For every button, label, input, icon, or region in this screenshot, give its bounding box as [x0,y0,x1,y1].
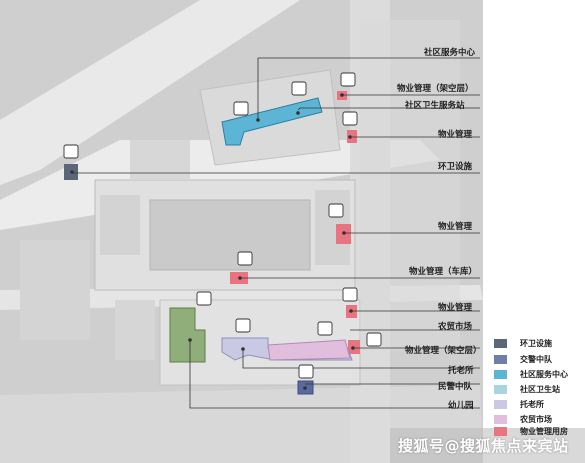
pin-police [298,364,314,379]
courtyard-upper [149,199,311,271]
label-property-garage: 物业管理（车库） [409,267,478,277]
legend-swatch [494,385,507,394]
property-north [347,130,357,143]
pin-property-garage [237,251,253,266]
watermark-bar [390,428,585,463]
road-diagonal [0,0,300,185]
market-building [267,339,351,361]
label-property-south: 物业管理 [438,303,473,313]
legend-label: 农贸市场 [520,415,552,424]
east-strip [360,20,460,350]
pin-elderly-care [235,318,251,333]
pin-property-south [342,287,358,302]
pin-health-station [291,81,307,96]
legend-label: 托老所 [520,400,544,409]
pin-sanitation [63,144,79,159]
pin-kindergarten [196,291,212,306]
pin-community-center [233,101,249,116]
building-west [115,300,155,360]
building-nw [130,140,190,180]
legend-swatch [494,355,507,364]
legend-label: 社区服务中心 [520,370,568,379]
legend-label: 物业管理用房 [520,427,568,436]
label-market: 农贸市场 [438,322,473,332]
pin-property-stilt-south [366,332,382,347]
leader-lines [72,57,480,409]
label-health-station: 社区卫生服务站 [405,101,465,111]
parking-west [20,240,90,340]
pin-property-north [342,111,358,126]
pin-property-east [328,203,344,218]
kindergarten-building [169,307,206,363]
pin-market [317,321,333,336]
legend-swatch [494,415,507,424]
legend-swatch [494,400,507,409]
legend-label: 社区卫生站 [520,385,560,394]
label-police: 民警中队 [438,382,473,392]
label-community-center: 社区服务中心 [424,48,476,58]
label-property-stilt-north: 物业管理（架空层） [397,84,474,94]
legend-swatch [494,339,507,348]
watermark: 搜狐号@搜狐焦点来宾站 [398,437,569,455]
pin-icons [63,72,382,379]
pin-property-stilt-north [340,72,356,87]
community-center-building [221,97,323,146]
label-property-east: 物业管理 [438,222,473,232]
label-elderly-care: 托老所 [448,366,474,376]
label-property-north: 物业管理 [438,130,473,140]
pin-dots [70,93,355,390]
label-property-stilt-south: 物业管理（架空层） [405,346,482,356]
legend-swatch [494,370,507,379]
legend-label: 交警中队 [520,355,552,364]
label-kindergarten: 幼儿园 [448,401,474,411]
legend-label: 环卫设施 [520,339,552,348]
tower-a [100,195,140,255]
legend-swatch [494,427,507,436]
label-sanitation: 环卫设施 [438,162,473,172]
